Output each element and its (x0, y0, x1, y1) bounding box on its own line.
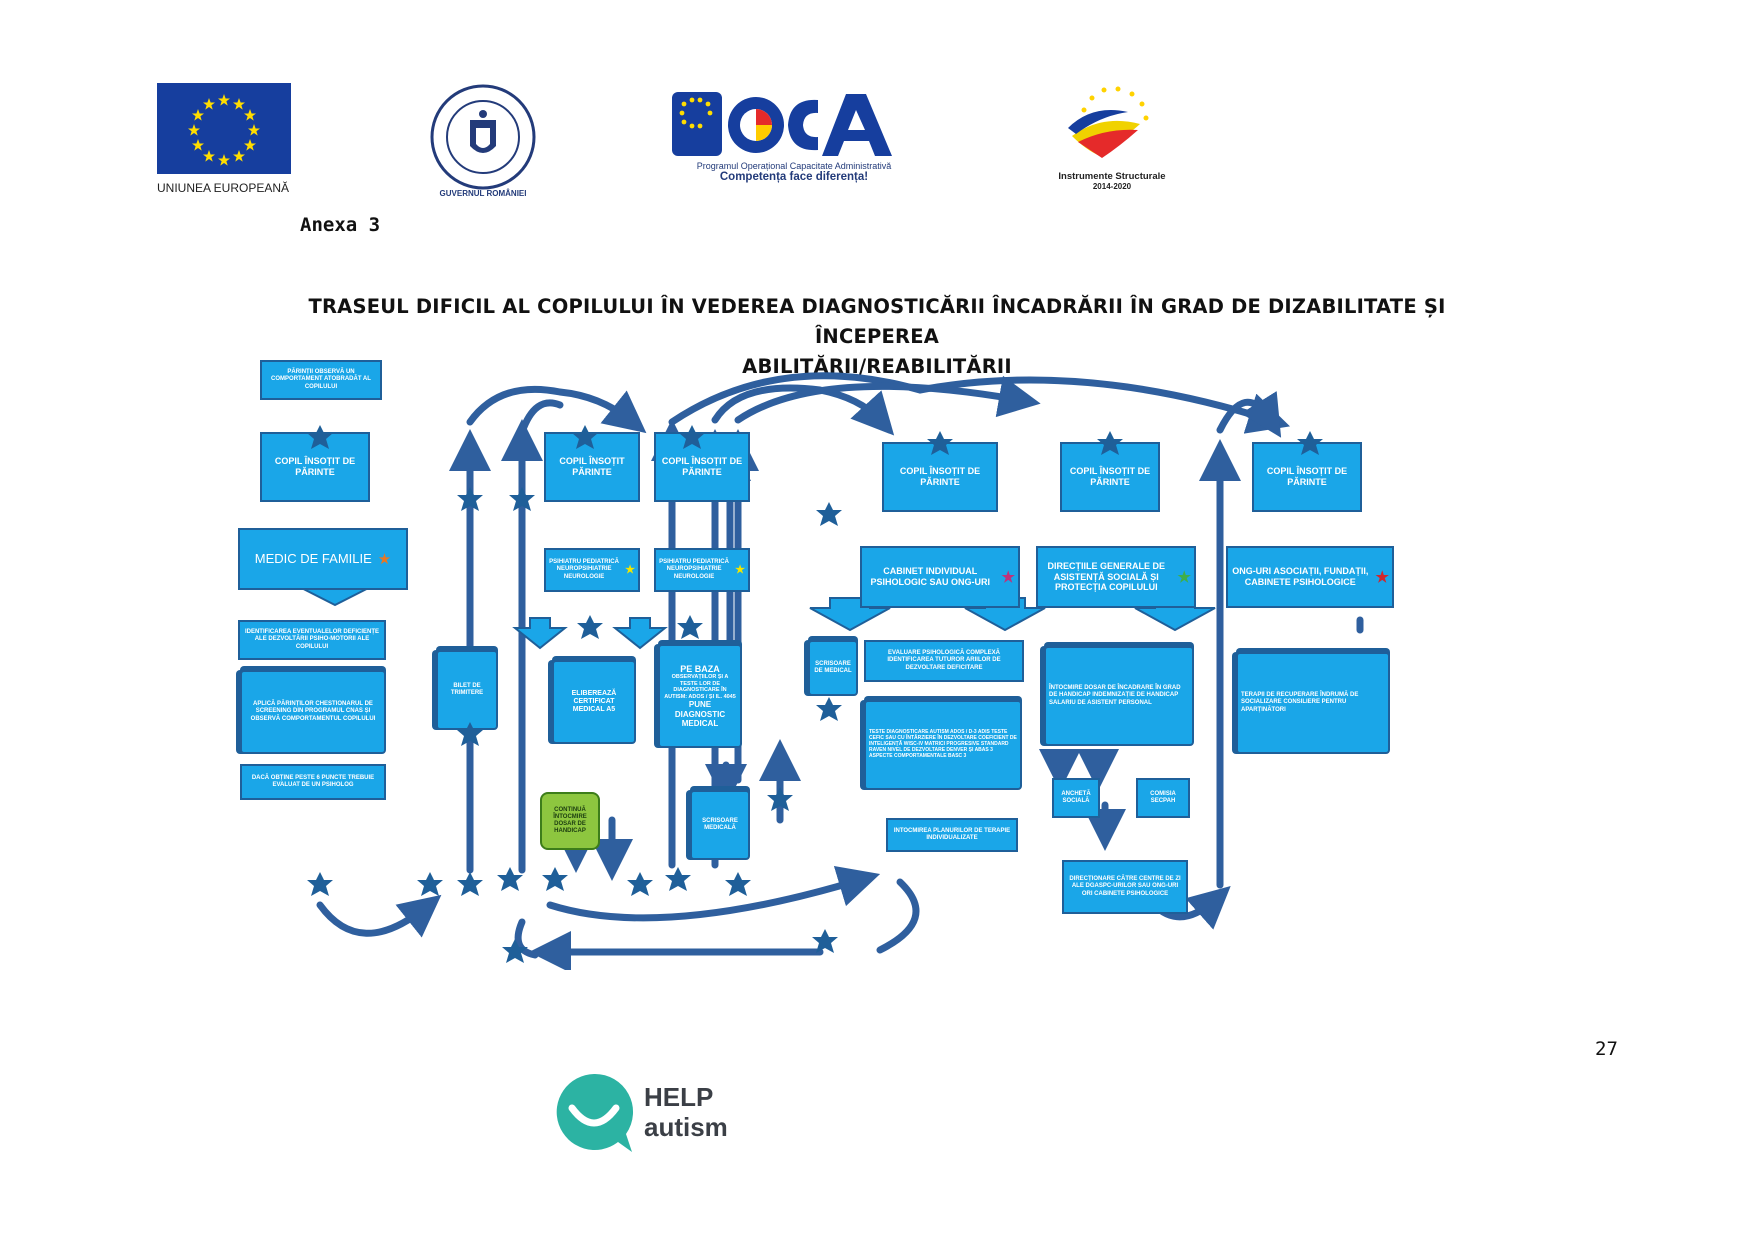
col1-provider-label: MEDIC DE FAMILIE (254, 551, 372, 567)
col3-step1-detail: OBSERVAȚIILOR ȘI A TESTE LOR DE DIAGNOST… (664, 674, 736, 700)
col1-step3: DACĂ OBȚINE PESTE 6 PUNCTE TREBUIE EVALU… (240, 764, 386, 800)
col4-step2: TESTE DIAGNOSTICARE AUTISM ADOS / D-3 AD… (864, 700, 1022, 790)
col3-provider-label: PSIHIATRU PEDIATRICĂ NEUROPSIHIATRIE NEU… (659, 559, 729, 580)
help-autism-text-autism: autism (644, 1112, 728, 1142)
col1-step2: APLICĂ PĂRINȚILOR CHESTIONARUL DE SCREEN… (240, 670, 386, 754)
col1-header: COPIL ÎNSOȚIT DE PĂRINTE (260, 432, 370, 502)
government-seal-logo (430, 84, 536, 190)
col6-provider: ONG-URI ASOCIAȚII, FUNDAȚII, CABINETE PS… (1226, 546, 1394, 608)
col5-sub-b: COMISIA SECPAH (1136, 778, 1190, 818)
col2-header: COPIL ÎNSOȚIT PĂRINTE (544, 432, 640, 502)
col2-star-icon: ★ (625, 563, 635, 576)
col6-step1: TERAPII DE RECUPERARE ÎNDRUMĂ DE SOCIALI… (1236, 652, 1390, 754)
col3-step1-title: PE BAZA (680, 663, 720, 674)
eu-caption: UNIUNEA EUROPEANĂ (157, 181, 290, 195)
structural-instruments-logo (1062, 84, 1162, 164)
col4-step1: EVALUARE PSIHOLOGICĂ COMPLEXĂ IDENTIFICA… (864, 640, 1024, 682)
col6-star-icon: ★ (1375, 568, 1389, 586)
help-autism-logo: HELP autism (552, 1072, 742, 1156)
col3-step2: SCRISOARE MEDICALĂ (690, 790, 750, 860)
col5-provider: DIRECȚIILE GENERALE DE ASISTENȚĂ SOCIALĂ… (1036, 546, 1196, 608)
diagram-title-line2: ABILITĂRII/REABILITĂRII (742, 355, 1012, 378)
col6-provider-label: ONG-URI ASOCIAȚII, FUNDAȚII, CABINETE PS… (1232, 566, 1369, 587)
col1-provider: MEDIC DE FAMILIE ★ (238, 528, 408, 590)
diagram-title-line1: TRASEUL DIFICIL AL COPILULUI ÎN VEDEREA … (308, 295, 1446, 348)
structural-instruments-line1: Instrumente Structurale (1058, 171, 1166, 182)
eu-flag-logo (157, 83, 291, 174)
structural-instruments-line2: 2014-2020 (1092, 182, 1132, 191)
col5-header: COPIL ÎNSOȚIT DE PĂRINTE (1060, 442, 1160, 512)
diagram-title: TRASEUL DIFICIL AL COPILULUI ÎN VEDEREA … (250, 292, 1504, 382)
poca-caption-line1: Programul Operațional Capacitate Adminis… (696, 161, 892, 171)
col3-star-icon: ★ (735, 563, 745, 576)
col4-star-icon: ★ (1001, 568, 1015, 586)
page-number: 27 (1595, 1038, 1618, 1060)
col5-star-icon: ★ (1177, 568, 1191, 586)
col3-step1-action: PUNE DIAGNOSTIC MEDICAL (674, 700, 726, 728)
col3-step1: PE BAZA OBSERVAȚIILOR ȘI A TESTE LOR DE … (658, 644, 742, 748)
medical-letter-box: SCRISOARE DE MEDICAL (808, 640, 858, 696)
col2-provider-label: PSIHIATRU PEDIATRICĂ NEUROPSIHIATRIE NEU… (549, 559, 619, 580)
help-autism-bubble-icon (556, 1073, 634, 1152)
col3-header: COPIL ÎNSOȚIT DE PĂRINTE (654, 432, 750, 502)
government-seal-text: GUVERNUL ROMÂNIEI (439, 189, 527, 198)
col5-sub-a: ANCHETĂ SOCIALĂ (1052, 778, 1100, 818)
col4-provider-label: CABINET INDIVIDUAL PSIHOLOGIC SAU ONG-UR… (870, 566, 991, 587)
start-observation-box: PĂRINȚII OBSERVĂ UN COMPORTAMENT ATOBRAD… (260, 360, 382, 400)
col5-step2: DIRECȚIONARE CĂTRE CENTRE DE ZI ALE DGAS… (1062, 860, 1188, 914)
poca-logo (670, 88, 918, 160)
col2-green-box: CONTINUĂ ÎNTOCMIRE DOSAR DE HANDICAP (540, 792, 600, 850)
col1-star-icon: ★ (377, 550, 392, 568)
col5-provider-label: DIRECȚIILE GENERALE DE ASISTENȚĂ SOCIALĂ… (1047, 561, 1166, 593)
col2-step1: ELIBEREAZĂ CERTIFICAT MEDICAL A5 (552, 660, 636, 744)
col1-step1: IDENTIFICAREA EVENTUALELOR DEFICIENȚE AL… (238, 620, 386, 660)
col4-header: COPIL ÎNSOȚIT DE PĂRINTE (882, 442, 998, 512)
help-autism-text-help: HELP (644, 1082, 714, 1112)
col4-provider: CABINET INDIVIDUAL PSIHOLOGIC SAU ONG-UR… (860, 546, 1020, 608)
col6-header: COPIL ÎNSOȚIT DE PĂRINTE (1252, 442, 1362, 512)
col2-provider: PSIHIATRU PEDIATRICĂ NEUROPSIHIATRIE NEU… (544, 548, 640, 592)
annex-label: Anexa 3 (300, 214, 381, 236)
col3-provider: PSIHIATRU PEDIATRICĂ NEUROPSIHIATRIE NEU… (654, 548, 750, 592)
col4-step3: INTOCMIREA PLANURILOR DE TERAPIE INDIVID… (886, 818, 1018, 852)
flow-diagram: PĂRINȚII OBSERVĂ UN COMPORTAMENT ATOBRAD… (238, 360, 1410, 970)
poca-caption-line2: Competența face diferența! (719, 171, 869, 183)
col5-step1: ÎNTOCMIRE DOSAR DE ÎNCADRARE ÎN GRAD DE … (1044, 646, 1194, 746)
referral-box: BILET DE TRIMITERE (436, 650, 498, 730)
